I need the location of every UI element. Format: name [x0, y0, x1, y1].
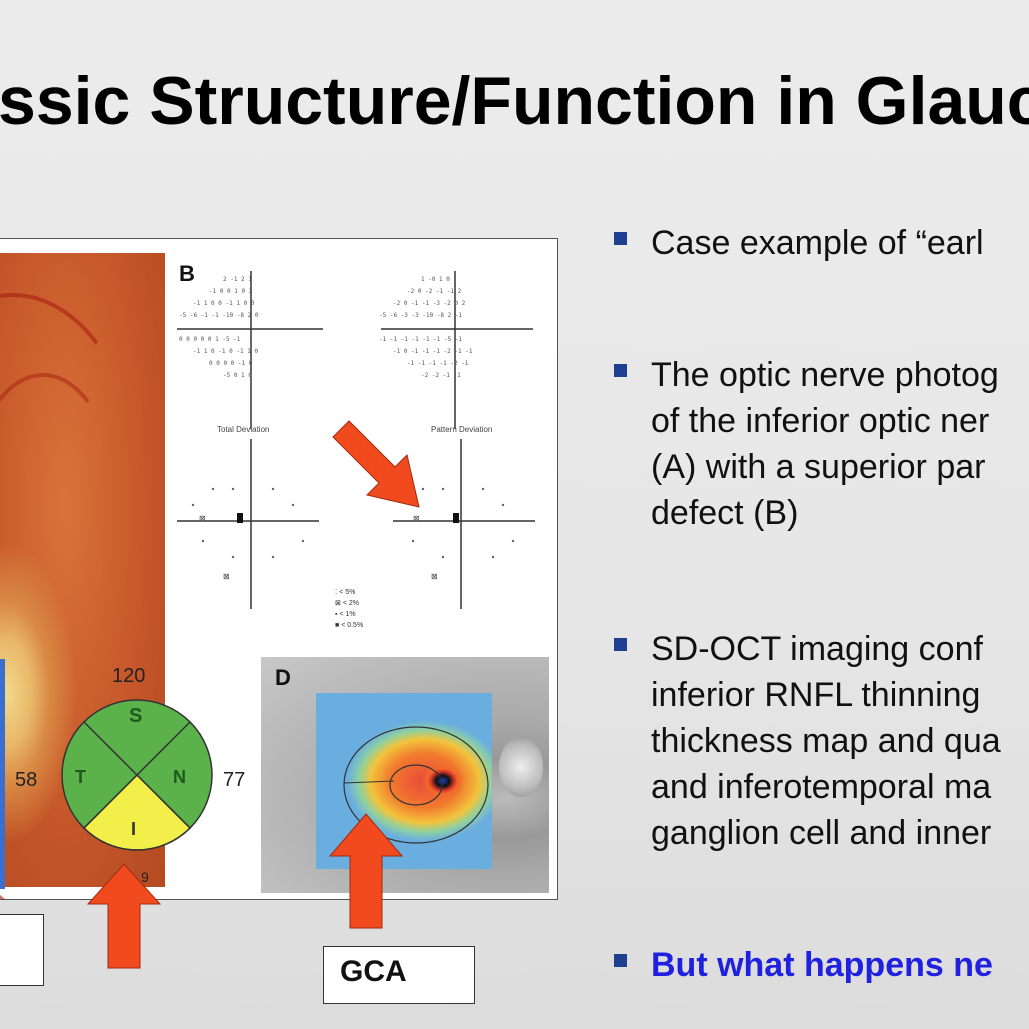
svg-text:-1 0 -1 -1 -1 -2 -1 -1: -1 0 -1 -1 -1 -2 -1 -1 [393, 348, 473, 355]
sector-i-label: I [131, 819, 137, 839]
svg-text:-5 0 1 0: -5 0 1 0 [223, 372, 252, 379]
svg-text:1 -0 1 0: 1 -0 1 0 [421, 276, 450, 283]
svg-text:⊠: ⊠ [413, 514, 420, 523]
sector-top-value: 120 [112, 665, 146, 687]
svg-text:2 -1 2 1: 2 -1 2 1 [223, 276, 252, 283]
vf-defect-arrow-icon [332, 420, 420, 508]
sector-s-label: S [129, 705, 143, 727]
sector-right-value: 77 [223, 769, 246, 791]
visual-field-charts: 2 -1 2 1 -1 0 0 1 0 3 -1 1 0 0 -1 1 0 0 -5… [177, 271, 535, 609]
svg-text:-5 -6 -3 -3 -10 -8 2 -1: -5 -6 -3 -3 -10 -8 2 -1 [379, 312, 462, 319]
svg-text:⊠: ⊠ [223, 572, 230, 581]
bullet-square-icon [614, 232, 627, 245]
vf-legend: ⁚ < 5% ⊠ < 2% ▪ < 1% ■ < 0.5% [335, 589, 364, 629]
rnfl-strip [0, 659, 5, 889]
svg-text:-1 -1 -1 -1 -2 -1: -1 -1 -1 -1 -2 -1 [407, 360, 469, 367]
svg-text:-2 0 -2 -1 -1 2: -2 0 -2 -1 -1 2 [407, 288, 462, 295]
rnfl-label-box [0, 914, 44, 986]
bullet-text: The optic nerve photog of the inferior o… [651, 356, 999, 532]
rnfl-arrow-icon [86, 863, 162, 969]
bullet-text: SD-OCT imaging conf inferior RNFL thinni… [651, 630, 1001, 852]
svg-text:⊠: ⊠ [431, 572, 438, 581]
svg-text:-2 0 -1 -1 -3 -2 0 2: -2 0 -1 -1 -3 -2 0 2 [393, 300, 466, 307]
figure-panel: B 2 -1 2 1 -1 0 0 1 0 3 -1 1 0 0 -1 1 0 0… [0, 238, 558, 900]
svg-text:-5 -6 -1 -1 -10 -8 2 0: -5 -6 -1 -1 -10 -8 2 0 [179, 312, 259, 319]
sector-bottom-value: 9 [141, 869, 149, 885]
svg-text:⊠: ⊠ [199, 514, 206, 523]
svg-text:-1 -1 -1 -1 -1 -1 -5 -1: -1 -1 -1 -1 -1 -1 -5 -1 [379, 336, 462, 343]
bullet-square-icon [614, 954, 627, 967]
sector-t-label: T [75, 767, 86, 787]
svg-text:-1 1 0 0 -1 1 0 0: -1 1 0 0 -1 1 0 0 [193, 300, 255, 307]
panel-b-letter: B [179, 261, 195, 286]
bullet-square-icon [614, 638, 627, 651]
gca-arrow-icon [328, 813, 404, 929]
panel-d-letter: D [275, 665, 291, 690]
svg-text:-2 -2 -1 -1: -2 -2 -1 -1 [421, 372, 461, 379]
svg-text:0 0 0 0 -1 0: 0 0 0 0 -1 0 [209, 360, 253, 367]
gca-label-box: GCA [323, 946, 475, 1004]
svg-text:-1 0 0 1 0 3: -1 0 0 1 0 3 [209, 288, 253, 295]
sector-left-value: 58 [15, 769, 38, 791]
gca-label: GCA [340, 955, 407, 988]
sector-n-label: N [173, 767, 186, 787]
svg-text:0 0 0 0 0 1 -5 -1: 0 0 0 0 0 1 -5 -1 [179, 336, 241, 343]
oct-gca-map: D [261, 657, 549, 893]
svg-text:-1 1 0 -1 0 -1 1 0: -1 1 0 -1 0 -1 1 0 [193, 348, 258, 355]
slide-title: ssic Structure/Function in Glauc [0, 63, 1029, 139]
bullet-text: Case example of “earl [651, 224, 984, 262]
total-deviation-label: Total Deviation [217, 425, 270, 434]
rnfl-sector-chart [61, 699, 213, 851]
pattern-deviation-label: Pattern Deviation [431, 425, 493, 434]
bullet-text-highlight: But what happens ne [651, 946, 993, 984]
bullet-square-icon [614, 364, 627, 377]
